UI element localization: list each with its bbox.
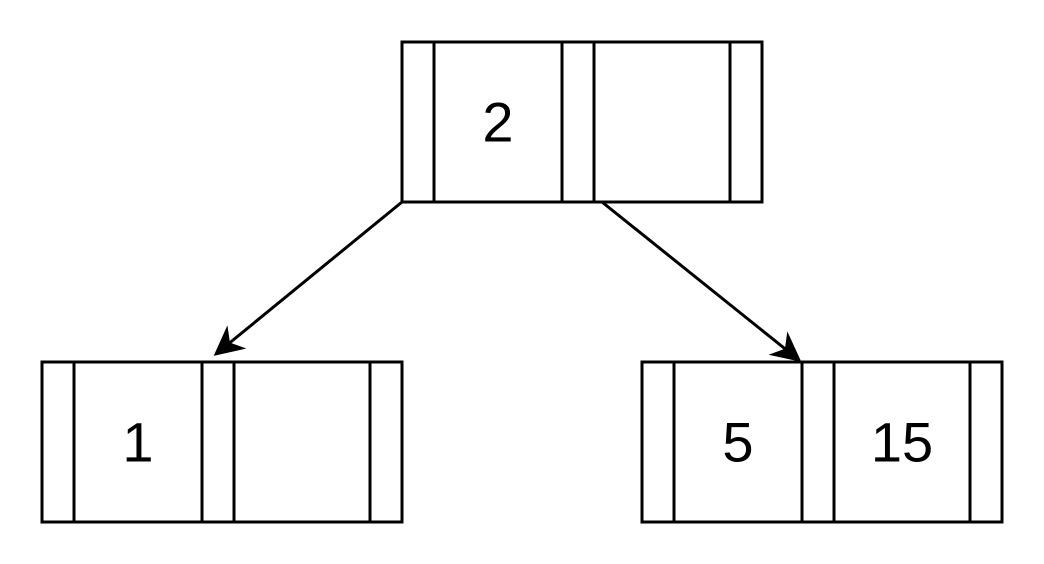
root-node: 2 [400,40,764,204]
left-child-node-border [40,360,404,524]
left-child-key-1: 1 [122,411,153,474]
edge-root-to-right-child [601,200,802,362]
right-child-key-1: 5 [722,411,753,474]
right-child-key-2: 15 [871,411,933,474]
left-child-node: 1 [40,360,404,524]
right-child-node-border [640,360,1004,524]
right-child-node: 5 15 [640,360,1004,524]
edge-root-to-left-child [213,200,403,356]
root-key-1: 2 [482,91,513,154]
root-node-border [400,40,764,204]
